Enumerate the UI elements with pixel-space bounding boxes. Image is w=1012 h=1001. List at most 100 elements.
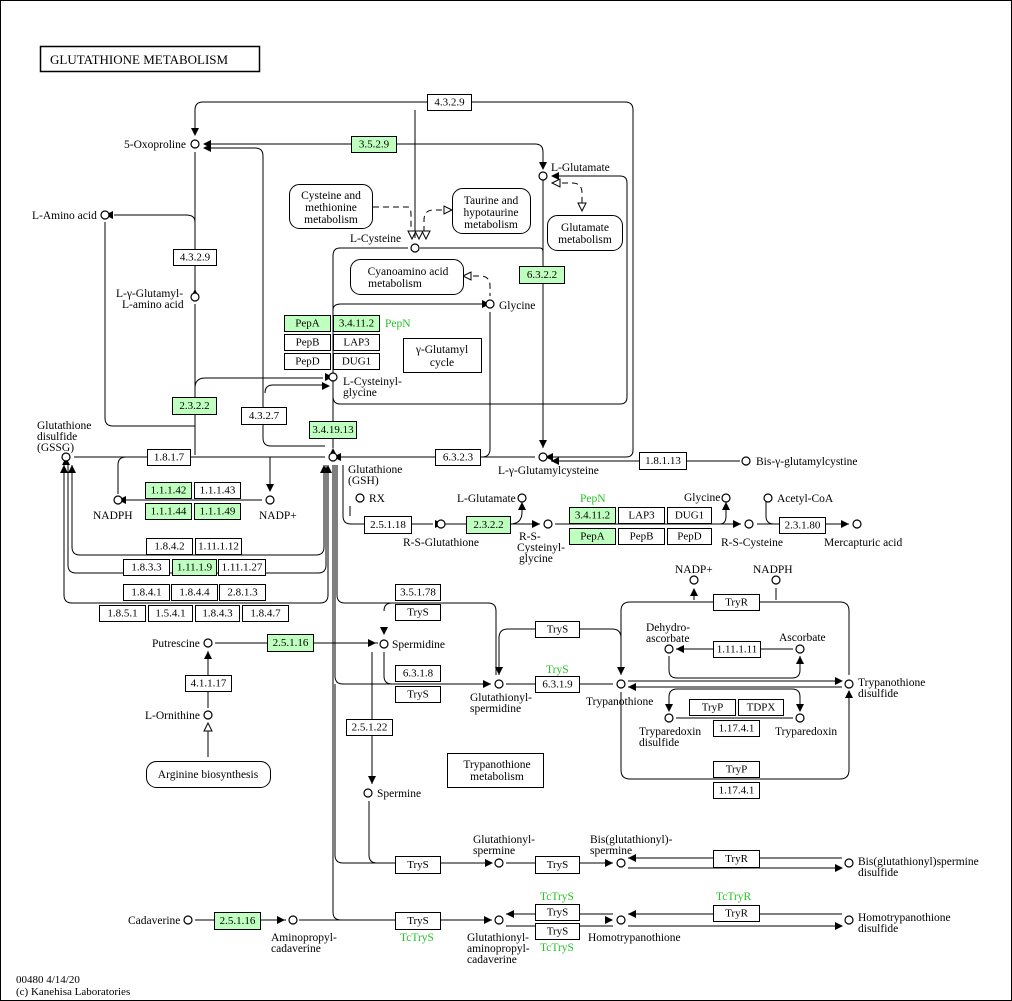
enzyme-1.8.1.13[interactable]: 1.8.1.13	[639, 452, 687, 470]
compound-l-glutamate-top[interactable]	[538, 171, 548, 181]
compound-gamma-glutamylcysteine[interactable]	[538, 452, 548, 462]
enzyme-1.8.4.7[interactable]: 1.8.4.7	[242, 605, 289, 622]
enzyme-3.5.2.9[interactable]: 3.5.2.9	[351, 136, 397, 153]
compound-homotrypanothione[interactable]	[616, 915, 626, 925]
compound-glutathionylaminopropylcadaverine[interactable]	[494, 915, 504, 925]
enzyme-6.3.2.2[interactable]: 6.3.2.2	[519, 266, 565, 284]
enzyme-4.3.2.9-top[interactable]: 4.3.2.9	[427, 94, 472, 111]
compound-nadph-1[interactable]	[113, 495, 123, 505]
enzyme-2.5.1.16-b[interactable]: 2.5.1.16	[214, 912, 261, 930]
map-glutamate[interactable]: Glutamate metabolism	[547, 215, 623, 251]
compound-dehydroascorbate[interactable]	[664, 644, 674, 654]
compound-gsh[interactable]	[328, 452, 338, 462]
compound-l-amino-acid[interactable]	[100, 210, 110, 220]
enzyme-tryp-2[interactable]: TryP	[713, 761, 760, 778]
enzyme-tryr-3[interactable]: TryR	[713, 905, 760, 922]
map-trypanothione[interactable]: Trypanothione metabolism	[447, 753, 544, 788]
enzyme-1.8.4.3[interactable]: 1.8.4.3	[195, 605, 240, 622]
enzyme-1.5.4.1[interactable]: 1.5.4.1	[148, 605, 193, 622]
compound-l-cysteine[interactable]	[410, 243, 420, 253]
compound-gamma-glutamyl-amino-acid[interactable]	[190, 292, 200, 302]
compound-ascorbate[interactable]	[795, 644, 805, 654]
enzyme-1.8.3.3[interactable]: 1.8.3.3	[123, 559, 170, 576]
enzyme-1.8.4.2[interactable]: 1.8.4.2	[146, 538, 193, 555]
compound-mercapturic-acid[interactable]	[852, 519, 862, 529]
enzyme-4.3.2.9-left[interactable]: 4.3.2.9	[173, 249, 217, 266]
enzyme-pepa-2[interactable]: PepA	[569, 528, 616, 545]
compound-putrescine[interactable]	[203, 638, 213, 648]
compound-l-glutamate-mid[interactable]	[517, 493, 527, 503]
enzyme-1.11.1.27[interactable]: 1.11.1.27	[218, 559, 266, 576]
compound-spermidine[interactable]	[379, 639, 389, 649]
enzyme-1.8.4.4[interactable]: 1.8.4.4	[171, 584, 218, 601]
compound-homotrypanothione-disulfide[interactable]	[844, 915, 854, 925]
enzyme-2.5.1.16-a[interactable]: 2.5.1.16	[267, 634, 314, 652]
compound-nadp-2[interactable]	[689, 575, 699, 585]
enzyme-trys-5[interactable]: TryS	[535, 856, 580, 874]
map-cysteine-methionine[interactable]: Cysteine and methionine metabolism	[289, 184, 373, 229]
enzyme-2.3.2.2-a[interactable]: 2.3.2.2	[172, 397, 217, 415]
enzyme-6.3.1.8[interactable]: 6.3.1.8	[395, 665, 441, 682]
enzyme-pepb-2[interactable]: PepB	[618, 528, 665, 545]
compound-5-oxoproline[interactable]	[190, 139, 200, 149]
compound-l-ornithine[interactable]	[203, 710, 213, 720]
compound-rs-cysteinylglycine[interactable]	[543, 519, 553, 529]
enzyme-trys-6[interactable]: TryS	[395, 912, 441, 930]
map-cyanoamino-acid[interactable]: Cyanoamino acid metabolism	[350, 259, 464, 295]
enzyme-pepb-1[interactable]: PepB	[284, 334, 331, 351]
enzyme-2.8.1.3[interactable]: 2.8.1.3	[219, 584, 266, 601]
map-arginine-biosynthesis[interactable]: Arginine biosynthesis	[146, 761, 271, 788]
enzyme-1.1.1.42[interactable]: 1.1.1.42	[145, 482, 192, 499]
enzyme-1.17.4.1-b[interactable]: 1.17.4.1	[713, 782, 760, 799]
enzyme-lap3-1[interactable]: LAP3	[333, 334, 380, 351]
enzyme-pepd-2[interactable]: PepD	[667, 528, 712, 545]
enzyme-dug1-2[interactable]: DUG1	[667, 507, 712, 524]
enzyme-4.3.2.7[interactable]: 4.3.2.7	[241, 407, 287, 425]
enzyme-6.3.2.3[interactable]: 6.3.2.3	[435, 449, 481, 466]
enzyme-3.4.11.2-2[interactable]: 3.4.11.2	[569, 507, 616, 524]
compound-cysteinylglycine[interactable]	[328, 372, 338, 382]
enzyme-pepd-1[interactable]: PepD	[284, 353, 331, 370]
compound-nadp-1[interactable]	[265, 495, 275, 505]
enzyme-1.11.1.12[interactable]: 1.11.1.12	[195, 538, 242, 555]
compound-acetyl-coa[interactable]	[763, 493, 773, 503]
compound-cadaverine[interactable]	[183, 915, 193, 925]
compound-glutathionylspermidine[interactable]	[494, 679, 504, 689]
compound-nadph-2[interactable]	[771, 575, 781, 585]
compound-glycine-mid[interactable]	[721, 493, 731, 503]
enzyme-trys-7[interactable]: TryS	[535, 904, 580, 921]
enzyme-1.11.1.9[interactable]: 1.11.1.9	[172, 559, 217, 576]
enzyme-3.4.19.13[interactable]: 3.4.19.13	[309, 421, 357, 439]
compound-tryparedoxin[interactable]	[795, 713, 805, 723]
enzyme-3.5.1.78[interactable]: 3.5.1.78	[395, 584, 441, 601]
enzyme-2.5.1.18[interactable]: 2.5.1.18	[364, 516, 412, 534]
compound-bis-gamma-glutamylcystine[interactable]	[741, 456, 751, 466]
enzyme-3.4.11.2-1[interactable]: 3.4.11.2	[333, 315, 380, 332]
compound-bis-glutathionyl-spermine-disulfide[interactable]	[844, 858, 854, 868]
compound-rs-glutathione[interactable]	[436, 519, 446, 529]
enzyme-trys-8[interactable]: TryS	[535, 923, 580, 940]
enzyme-4.1.1.17[interactable]: 4.1.1.17	[185, 675, 232, 692]
enzyme-1.1.1.43[interactable]: 1.1.1.43	[194, 482, 241, 499]
enzyme-tdpx[interactable]: TDPX	[738, 699, 784, 716]
compound-rs-cysteine[interactable]	[744, 519, 754, 529]
enzyme-1.8.1.7[interactable]: 1.8.1.7	[147, 449, 191, 466]
enzyme-tryr-2[interactable]: TryR	[713, 850, 760, 868]
compound-aminopropylcadaverine[interactable]	[288, 915, 298, 925]
compound-trypanothione-disulfide[interactable]	[844, 679, 854, 689]
enzyme-tryr-1[interactable]: TryR	[713, 594, 760, 611]
enzyme-2.3.1.80[interactable]: 2.3.1.80	[779, 517, 826, 534]
compound-bis-glutathionyl-spermine[interactable]	[616, 858, 626, 868]
enzyme-dug1-1[interactable]: DUG1	[333, 353, 380, 370]
enzyme-trys-2[interactable]: TryS	[395, 686, 441, 703]
enzyme-1.8.5.1[interactable]: 1.8.5.1	[99, 605, 146, 622]
map-gamma-glutamyl-cycle[interactable]: γ-Glutamyl cycle	[403, 338, 482, 373]
compound-tryparedoxin-disulfide[interactable]	[664, 713, 674, 723]
enzyme-1.1.1.44[interactable]: 1.1.1.44	[145, 503, 192, 520]
enzyme-2.5.1.22[interactable]: 2.5.1.22	[346, 719, 393, 736]
enzyme-trys-1[interactable]: TryS	[395, 604, 441, 621]
enzyme-lap3-2[interactable]: LAP3	[618, 507, 665, 524]
compound-spermine[interactable]	[363, 788, 373, 798]
enzyme-tryp[interactable]: TryP	[689, 699, 736, 716]
enzyme-6.3.1.9[interactable]: 6.3.1.9	[535, 676, 580, 693]
